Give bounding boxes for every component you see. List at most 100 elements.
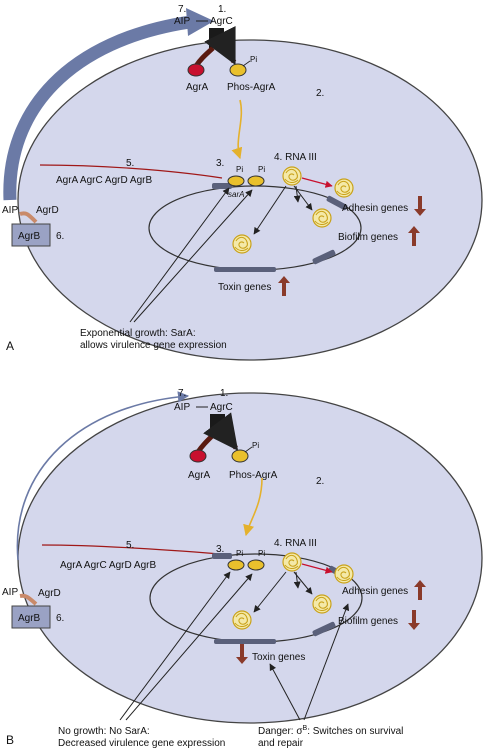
agra-label-b: AgrA [188, 470, 211, 481]
agrc-phospho-arrow2-b [203, 412, 239, 451]
sara-b1 [227, 559, 245, 571]
rna-loop-icon [232, 610, 252, 630]
phos-agra-label-a: Phos-AgrA [227, 82, 276, 93]
aip-top-a: AIP [174, 16, 190, 27]
agrc-receptor-b [210, 414, 225, 434]
toxin-label-a: Toxin genes [218, 282, 271, 293]
step4-b: 4. RNA III [274, 538, 317, 549]
phos-agra-path-a [231, 99, 243, 160]
agrb-label-b: AgrB [18, 613, 41, 624]
adhesin-label-b: Adhesin genes [342, 586, 408, 597]
caption-b-right-line2: and repair [258, 738, 304, 749]
pointer-b1 [119, 571, 231, 721]
pi-a2: Pi [258, 165, 265, 174]
agrc-receptor-a [209, 28, 224, 48]
rna-to-adhesin-a [301, 177, 333, 188]
caption-b-right-b: : Switches on survival [307, 726, 403, 737]
sara-b2 [247, 559, 265, 571]
pi-top-b: Pi [252, 441, 259, 450]
rna-loop-icon [312, 208, 332, 228]
panel-letter-a: A [6, 339, 14, 353]
gene-bar-b1 [212, 553, 232, 559]
rna-loop-icon [282, 552, 302, 572]
agrc-phospho-arrow2-a [204, 25, 237, 66]
agrb-label-a: AgrB [18, 231, 41, 242]
step3-b: 3. [216, 544, 224, 555]
sara-a1 [227, 175, 245, 187]
gene-bar-a4 [214, 267, 276, 272]
step4-a: 4. RNA III [274, 152, 317, 163]
step2-a: 2. [316, 88, 324, 99]
pi-top-a: Pi [250, 55, 257, 64]
rna-to-toxin-b [253, 571, 287, 613]
caption-b-right-a: Danger: σ [258, 726, 303, 737]
agrc-label-b: AgrC [210, 402, 233, 413]
caption-b-left-line1: No growth: No SarA: [58, 726, 150, 737]
pointer-a1 [129, 187, 230, 323]
pointer-b4 [303, 603, 350, 721]
rna-loop-icon [232, 234, 252, 254]
biofilm-label-a: Biofilm genes [338, 232, 398, 243]
phos-agra-label-b: Phos-AgrA [229, 470, 278, 481]
operon-line-a [39, 164, 223, 179]
agra-b [189, 449, 207, 463]
caption-b-right-sup: B [303, 725, 308, 732]
step5-a: 5. [126, 158, 134, 169]
pi-link-top-b [244, 446, 253, 453]
pointer-b2 [125, 573, 253, 721]
sara-a2 [247, 175, 265, 187]
pointer-b3 [269, 663, 301, 721]
gene-bar-b4 [214, 639, 276, 644]
panel-letter-b: B [6, 733, 14, 747]
operon-label-a: AgrA AgrC AgrD AgrB [56, 175, 152, 186]
operon-line-b [41, 544, 221, 555]
aip-export-arrowhead-a [186, 8, 214, 36]
agrc-label-a: AgrC [210, 16, 233, 27]
agrd-arrow-b [19, 593, 38, 606]
caption-a-line1: Exponential growth: SarA: [80, 328, 196, 339]
pi-link-top-a [242, 60, 251, 67]
caption-b-left-line2: Decreased virulence gene expression [58, 738, 225, 749]
biofilm-label-b: Biofilm genes [338, 616, 398, 627]
rna-loop-icon [282, 166, 302, 186]
sara-label-a: sarA [228, 190, 244, 199]
phos-agra-a [229, 63, 247, 77]
panel-a: 7. 1. AIP AgrC AgrA Pi Phos-AgrA 2. 5. A… [2, 4, 483, 361]
toxin-label-b: Toxin genes [252, 652, 305, 663]
operon-label-b: AgrA AgrC AgrD AgrB [60, 560, 156, 571]
pi-a1: Pi [236, 165, 243, 174]
step7-b: 7. [178, 388, 186, 399]
phos-agra-b [231, 449, 249, 463]
agra-a [187, 63, 205, 77]
pi-b2: Pi [258, 549, 265, 558]
step1-a: 1. [218, 4, 226, 15]
step3-a: 3. [216, 158, 224, 169]
agrd-arrow-a [19, 211, 38, 224]
step7-a: 7. [178, 4, 186, 15]
rna-to-chrom-b [293, 571, 301, 589]
rna-to-adhesin-b [301, 563, 333, 574]
aip-export-arrow-b [16, 391, 190, 561]
rna-to-biofilm-b [293, 571, 313, 595]
rna-loop-icon [334, 178, 354, 198]
aip-top-b: AIP [174, 402, 190, 413]
step1-b: 1. [220, 388, 228, 399]
step5-b: 5. [126, 540, 134, 551]
rna-to-toxin-a [253, 185, 287, 235]
aip-left-b: AIP [2, 587, 18, 598]
caption-b-right-line1: Danger: σB: Switches on survival [258, 725, 403, 737]
agra-label-a: AgrA [186, 82, 209, 93]
rna-loop-icon [312, 594, 332, 614]
step6-b: 6. [56, 613, 64, 624]
aip-left-a: AIP [2, 205, 18, 216]
pointer-a2 [133, 189, 253, 323]
rna-to-chrom-a [293, 185, 301, 203]
cell-b [17, 392, 483, 724]
pi-b1: Pi [236, 549, 243, 558]
adhesin-label-a: Adhesin genes [342, 203, 408, 214]
gene-bar-b3 [312, 621, 336, 637]
agrd-label-a: AgrD [36, 205, 59, 216]
cell-a [17, 39, 483, 361]
gene-bar-a3 [312, 249, 336, 265]
